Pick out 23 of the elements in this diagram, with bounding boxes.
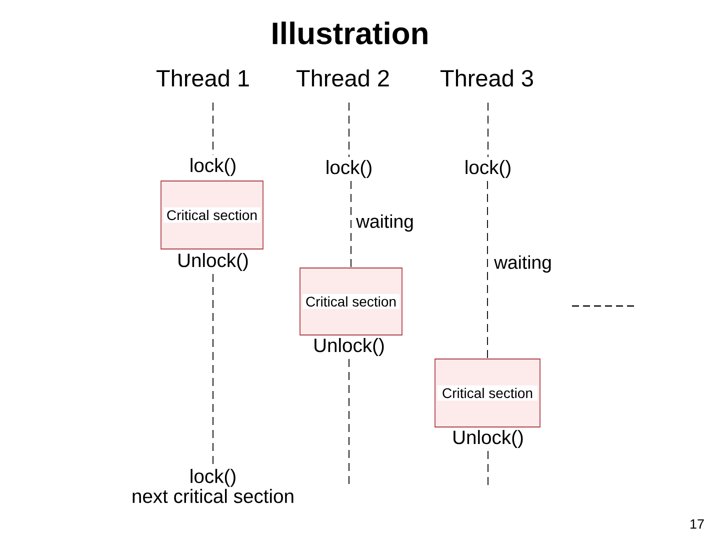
call-label: Unlock()	[454, 430, 523, 448]
process-box: Critical section	[434, 358, 540, 428]
edge-label: waiting	[355, 213, 415, 233]
call-label: Unlock()	[314, 338, 384, 356]
page-number: 17	[690, 519, 704, 529]
call-label: Unlock()	[178, 253, 248, 271]
process-box: Critical section	[300, 268, 402, 336]
call-label: lock()	[466, 160, 510, 178]
column-heading: Thread 3	[440, 69, 533, 87]
call-label: lock()	[326, 160, 372, 178]
column-heading: Thread 1	[156, 69, 249, 87]
edge-label: waiting	[493, 254, 553, 274]
process-box: Critical section	[160, 180, 264, 250]
title: Illustration	[272, 22, 428, 44]
lifeline	[212, 102, 214, 156]
lifeline	[487, 180, 488, 360]
lifeline	[348, 102, 350, 158]
call-label: lock() next critical section	[132, 468, 294, 504]
call-label: lock()	[190, 158, 236, 176]
lifeline	[350, 180, 352, 268]
lifeline	[348, 358, 350, 486]
column-heading: Thread 2	[296, 69, 389, 87]
lifeline	[212, 274, 214, 466]
